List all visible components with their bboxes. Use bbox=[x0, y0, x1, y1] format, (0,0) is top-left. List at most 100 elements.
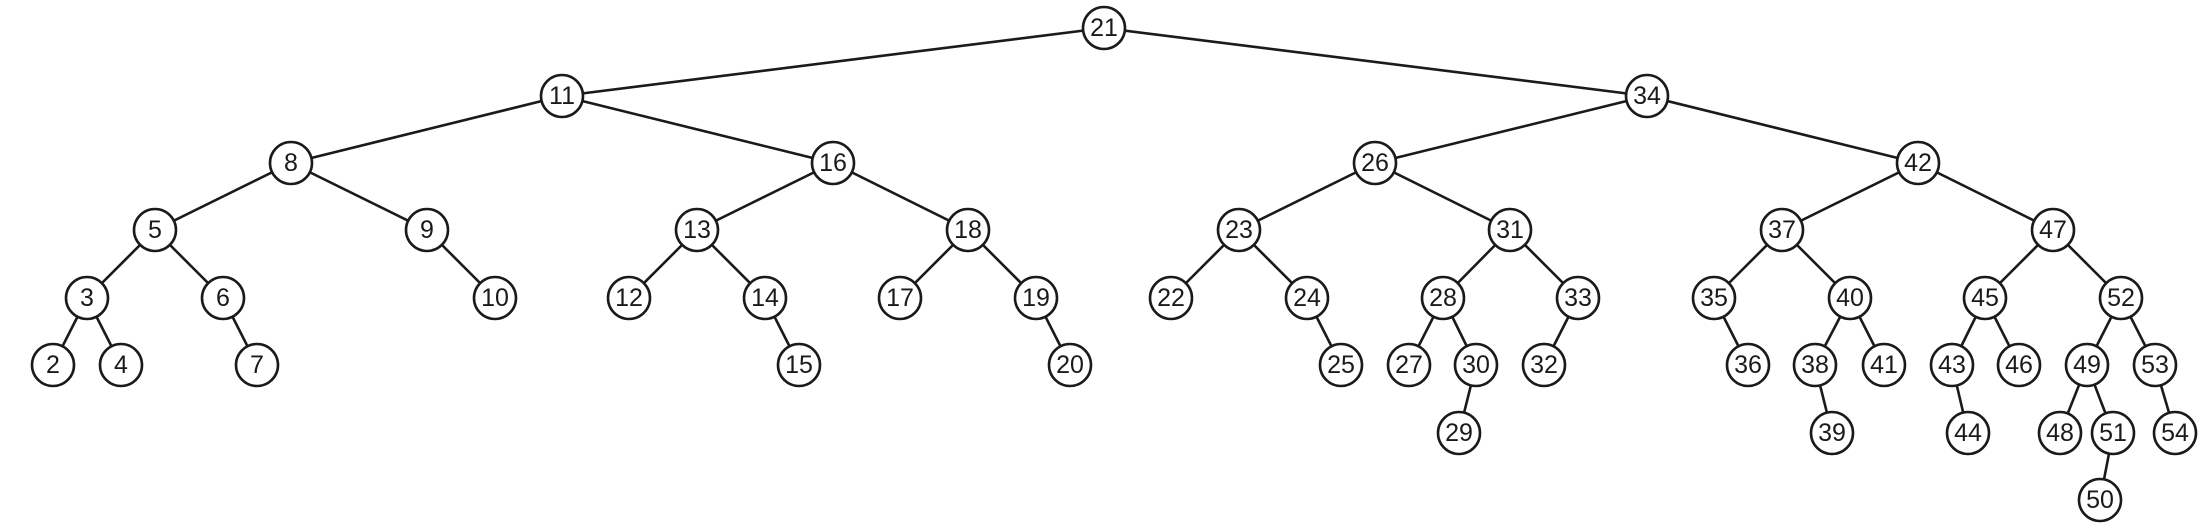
tree-node-7: 7 bbox=[234, 342, 280, 388]
node-circle bbox=[234, 342, 280, 388]
node-circle bbox=[539, 73, 585, 119]
tree-node-52: 52 bbox=[2098, 275, 2144, 321]
node-circle bbox=[606, 275, 652, 321]
tree-node-18: 18 bbox=[945, 207, 991, 253]
node-circle bbox=[2152, 410, 2198, 456]
node-label: 29 bbox=[1445, 419, 1473, 447]
tree-node-31: 31 bbox=[1487, 207, 1533, 253]
node-circle bbox=[776, 342, 822, 388]
node-circle bbox=[1436, 410, 1482, 456]
node-circle bbox=[742, 275, 788, 321]
node-circle bbox=[2030, 207, 2076, 253]
node-circle bbox=[2090, 410, 2136, 456]
node-label: 15 bbox=[785, 351, 813, 379]
node-circle bbox=[1487, 207, 1533, 253]
node-label: 26 bbox=[1361, 149, 1389, 177]
tree-node-5: 5 bbox=[132, 207, 178, 253]
node-label: 31 bbox=[1496, 216, 1524, 244]
node-circle bbox=[1318, 342, 1364, 388]
node-label: 32 bbox=[1530, 351, 1558, 379]
tree-node-46: 46 bbox=[1996, 342, 2042, 388]
tree-node-41: 41 bbox=[1861, 342, 1907, 388]
node-label: 2 bbox=[46, 351, 60, 379]
tree-node-10: 10 bbox=[472, 275, 518, 321]
node-circle bbox=[1521, 342, 1567, 388]
node-circle bbox=[2037, 410, 2083, 456]
node-label: 10 bbox=[481, 284, 509, 312]
tree-node-54: 54 bbox=[2152, 410, 2198, 456]
node-circle bbox=[1895, 140, 1941, 186]
tree-node-14: 14 bbox=[742, 275, 788, 321]
node-label: 17 bbox=[886, 284, 914, 312]
tree-node-17: 17 bbox=[877, 275, 923, 321]
node-circle bbox=[1284, 275, 1330, 321]
node-circle bbox=[1148, 275, 1194, 321]
tree-node-12: 12 bbox=[606, 275, 652, 321]
tree-node-30: 30 bbox=[1453, 342, 1499, 388]
node-label: 45 bbox=[1971, 284, 1999, 312]
tree-node-34: 34 bbox=[1624, 73, 1670, 119]
node-circle bbox=[1386, 342, 1432, 388]
node-circle bbox=[1047, 342, 1093, 388]
tree-node-4: 4 bbox=[98, 342, 144, 388]
node-label: 36 bbox=[1734, 351, 1762, 379]
tree-node-16: 16 bbox=[810, 140, 856, 186]
node-label: 28 bbox=[1429, 284, 1457, 312]
tree-node-38: 38 bbox=[1792, 342, 1838, 388]
tree-node-43: 43 bbox=[1929, 342, 1975, 388]
node-circle bbox=[268, 140, 314, 186]
tree-node-48: 48 bbox=[2037, 410, 2083, 456]
tree-edge-26-31 bbox=[1374, 161, 1511, 232]
tree-edge-21-34 bbox=[1103, 26, 1648, 98]
tree-node-49: 49 bbox=[2064, 342, 2110, 388]
node-label: 21 bbox=[1090, 14, 1118, 42]
node-label: 50 bbox=[2086, 486, 2114, 514]
node-circle bbox=[98, 342, 144, 388]
node-label: 4 bbox=[114, 351, 128, 379]
tree-node-39: 39 bbox=[1809, 410, 1855, 456]
tree-node-3: 3 bbox=[64, 275, 110, 321]
node-label: 6 bbox=[216, 284, 230, 312]
tree-node-45: 45 bbox=[1962, 275, 2008, 321]
tree-node-8: 8 bbox=[268, 140, 314, 186]
tree-node-6: 6 bbox=[200, 275, 246, 321]
node-label: 12 bbox=[615, 284, 643, 312]
tree-node-51: 51 bbox=[2090, 410, 2136, 456]
tree-edge-26-23 bbox=[1238, 161, 1376, 232]
node-label: 48 bbox=[2046, 419, 2074, 447]
node-label: 35 bbox=[1700, 284, 1728, 312]
tree-node-40: 40 bbox=[1827, 275, 1873, 321]
node-label: 44 bbox=[1954, 419, 1982, 447]
node-circle bbox=[2098, 275, 2144, 321]
tree-edge-42-47 bbox=[1917, 161, 2054, 232]
tree-edge-34-26 bbox=[1374, 94, 1648, 165]
node-label: 47 bbox=[2039, 216, 2067, 244]
node-circle bbox=[200, 275, 246, 321]
tree-node-37: 37 bbox=[1759, 207, 1805, 253]
tree-node-13: 13 bbox=[674, 207, 720, 253]
node-circle bbox=[1827, 275, 1873, 321]
node-circle bbox=[132, 207, 178, 253]
node-label: 25 bbox=[1327, 351, 1355, 379]
tree-edge-42-37 bbox=[1781, 161, 1919, 232]
node-circle bbox=[1809, 410, 1855, 456]
tree-node-36: 36 bbox=[1725, 342, 1771, 388]
tree-node-19: 19 bbox=[1013, 275, 1059, 321]
tree-edges bbox=[51, 26, 2177, 501]
tree-node-42: 42 bbox=[1895, 140, 1941, 186]
tree-edge-11-8 bbox=[290, 94, 563, 165]
node-label: 18 bbox=[954, 216, 982, 244]
node-circle bbox=[472, 275, 518, 321]
node-circle bbox=[1555, 275, 1601, 321]
node-label: 46 bbox=[2005, 351, 2033, 379]
node-circle bbox=[1624, 73, 1670, 119]
tree-node-24: 24 bbox=[1284, 275, 1330, 321]
node-label: 7 bbox=[250, 351, 264, 379]
node-label: 53 bbox=[2141, 351, 2169, 379]
node-label: 14 bbox=[751, 284, 779, 312]
tree-edge-16-13 bbox=[696, 161, 834, 232]
node-circle bbox=[1759, 207, 1805, 253]
node-label: 9 bbox=[420, 216, 434, 244]
node-circle bbox=[1996, 342, 2042, 388]
node-circle bbox=[1216, 207, 1262, 253]
